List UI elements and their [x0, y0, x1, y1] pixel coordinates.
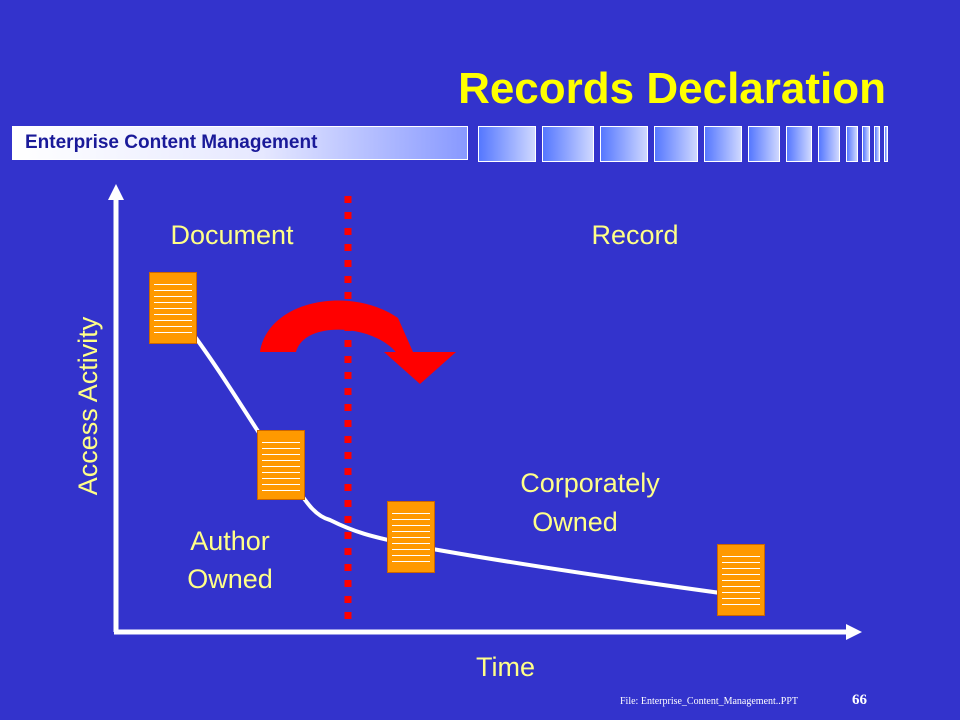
- author-owned-line2: Owned: [187, 564, 273, 594]
- x-axis-label: Time: [476, 652, 535, 682]
- banner-block: [478, 126, 536, 162]
- corporately-owned-line2: Owned: [532, 507, 618, 537]
- banner-block: [704, 126, 742, 162]
- banner-block: [846, 126, 858, 162]
- page-number: 66: [852, 692, 867, 708]
- phase-label-record: Record: [591, 220, 679, 250]
- document-icon: [257, 430, 305, 500]
- slide-title: Records Declaration: [458, 64, 886, 113]
- author-owned-line1: Author: [190, 526, 270, 556]
- y-axis-label: Access Activity: [73, 316, 103, 496]
- phase-label-document: Document: [170, 220, 294, 250]
- footer-filename: File: Enterprise_Content_Management..PPT: [620, 696, 799, 707]
- banner-block: [542, 126, 594, 162]
- banner: Enterprise Content Management: [12, 126, 468, 160]
- banner-block: [818, 126, 840, 162]
- x-axis-arrowhead: [846, 624, 862, 640]
- y-axis-arrowhead: [108, 184, 124, 200]
- banner-block: [748, 126, 780, 162]
- banner-block: [654, 126, 698, 162]
- document-icon: [387, 501, 435, 573]
- banner-block: [874, 126, 880, 162]
- corporately-owned-line1: Corporately: [520, 468, 660, 498]
- curved-arrow-icon: [260, 300, 456, 384]
- access-curve: [188, 328, 736, 597]
- banner-block: [862, 126, 870, 162]
- document-icon: [149, 272, 197, 344]
- banner-block: [884, 126, 888, 162]
- banner-block: [600, 126, 648, 162]
- banner-block: [786, 126, 812, 162]
- document-icon: [717, 544, 765, 616]
